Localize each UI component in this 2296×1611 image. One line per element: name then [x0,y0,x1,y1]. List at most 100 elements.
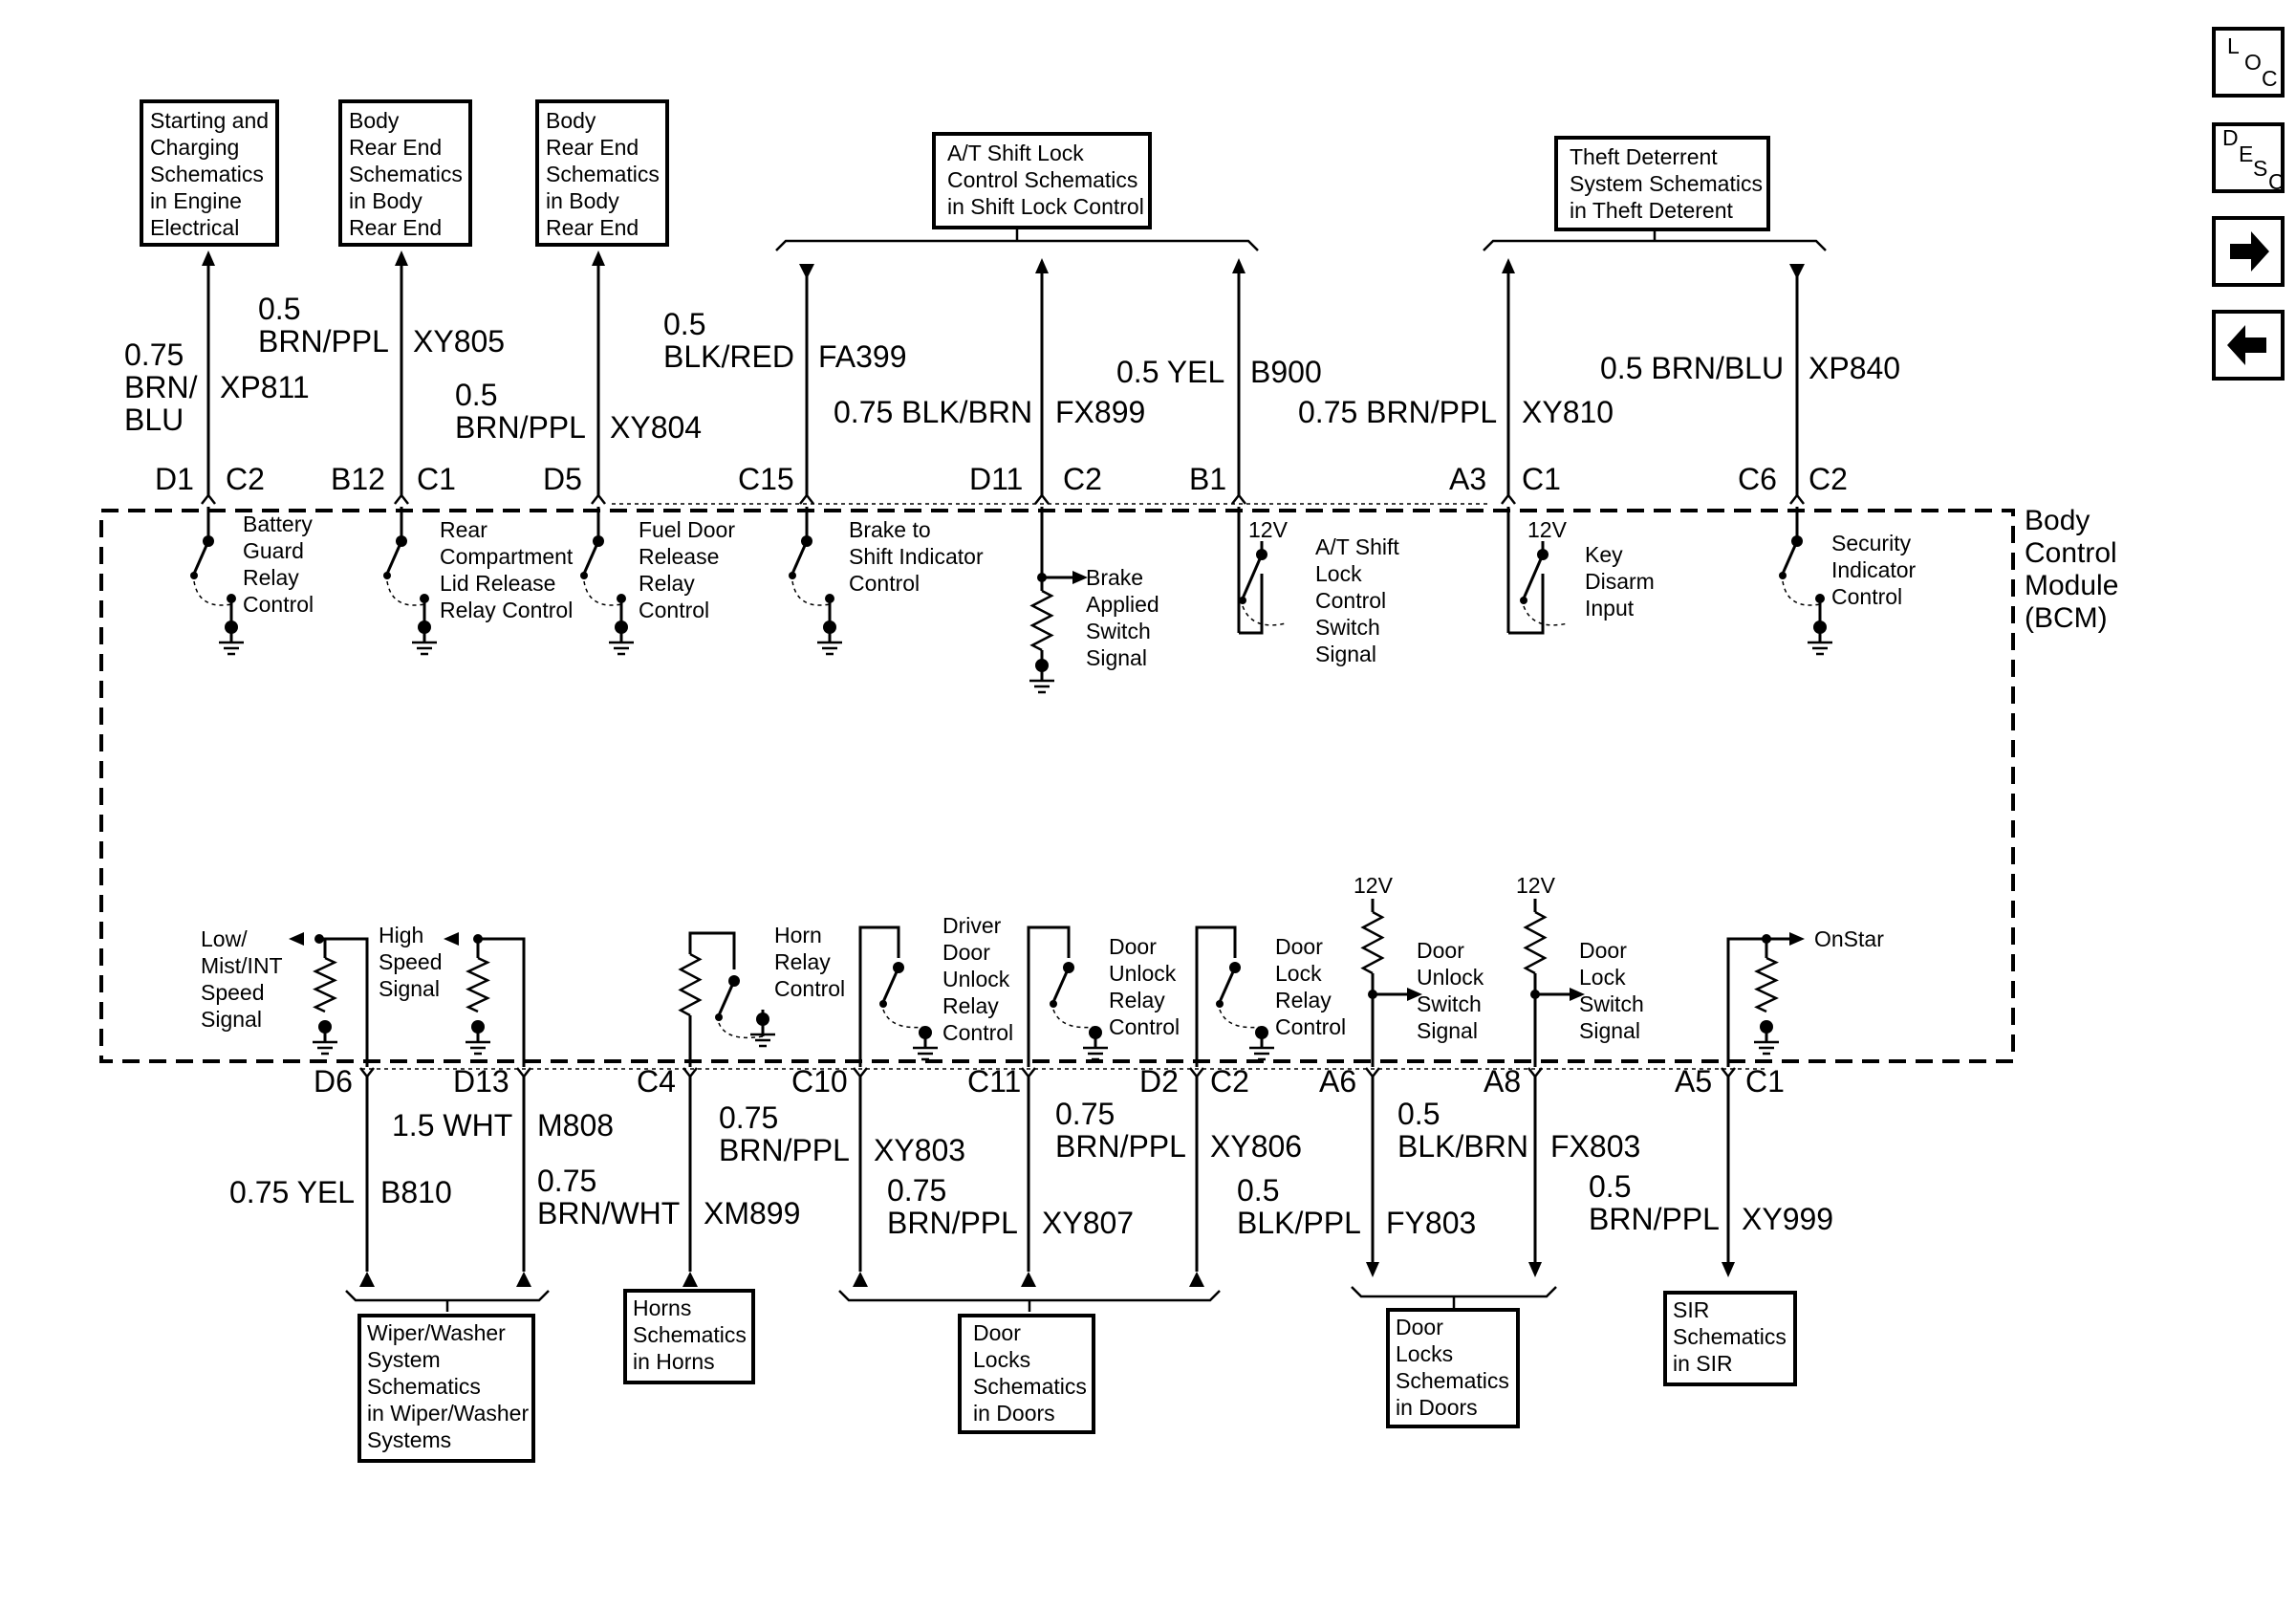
circuit-FX899: FX899 [1055,395,1145,429]
ref-body-1-text: Body [349,108,400,133]
function-atshift-switch: Lock [1315,561,1362,586]
function-key-disarm: Key [1585,542,1623,567]
ref-doors-2-text: Door [1396,1315,1443,1339]
switch-mech-link [193,580,232,606]
function-brake-applied: Brake [1086,565,1143,590]
circuit-XY806: XY806 [1210,1129,1302,1164]
switch-mech-link [1523,605,1569,626]
ref-wiper-frame [357,1314,535,1463]
function-door-unlock-relay: Relay [1109,988,1165,1012]
ref-horns-text: Horns [633,1295,691,1320]
function-atshift-switch: A/T Shift [1315,534,1399,559]
ref-sir-text: SIR [1673,1297,1709,1322]
connector-pin [1721,1067,1736,1079]
switch-blade [385,540,403,575]
ground-dot [1255,1026,1268,1039]
wire-size-FX899: 0.75 BLK/BRN [834,395,1032,429]
ref-starting-text: in Engine [150,188,242,213]
loc-glyph: L [2227,33,2240,58]
connector-pin [1231,492,1246,505]
loc-glyph: O [2244,50,2262,75]
function-driver-door-unlock: Driver [942,913,1002,938]
function-brake-applied: Switch [1086,619,1151,643]
ref-theft-frame [1554,136,1770,231]
ground-dot [318,1020,332,1034]
arrow-right-mark [1407,988,1422,1001]
function-door-unlock-relay: Control [1109,1014,1180,1039]
relay-loop [1195,925,1237,1067]
arrow-left-icon[interactable] [2227,325,2266,365]
wire-size-XY804: BRN/PPL [455,410,586,445]
resistor [1360,910,1385,975]
function-battery-guard: Control [243,592,314,617]
resistor [1523,910,1548,975]
function-door-unlock-switch: Signal [1417,1018,1478,1043]
function-door-lock-switch: Door [1579,938,1627,963]
ref-theft-text: in Theft Deterent [1570,198,1734,223]
arrow-right-mark [1072,571,1088,584]
connector-pin [1034,492,1050,505]
wire-size-XY806: BRN/PPL [1055,1129,1186,1164]
wire-size-FA399: 0.5 [663,307,705,341]
pin-label: D11 [969,462,1023,496]
desc-glyph: S [2253,156,2267,181]
nav-button-loc[interactable] [2212,27,2285,98]
nav-frame [2212,216,2285,287]
switch-pivot [580,572,588,579]
function-atshift-switch: Signal [1315,642,1376,666]
ref-sir-frame [1663,1291,1797,1386]
nav-button-next[interactable] [2212,216,2285,287]
function-door-lock-switch: Signal [1579,1018,1640,1043]
ref-body-2-text: Body [546,108,596,133]
switch-pivot [1050,1000,1057,1008]
switch-contact [1815,594,1825,603]
arrow-up-mark [395,250,408,266]
arrow-right-icon[interactable] [2230,231,2269,272]
ref-starting-frame [140,99,279,247]
circuit-XY807: XY807 [1042,1206,1134,1240]
schematic-lines [99,229,2015,1312]
circuit-XP840: XP840 [1809,351,1900,385]
wire-size-FX803: 0.5 [1397,1097,1440,1131]
function-high-speed: High [379,923,423,947]
wire-size-M808: 1.5 WHT [392,1108,512,1143]
function-brake-applied: Applied [1086,592,1159,617]
switch-blade [881,967,900,1003]
wire-size-B900: 0.5 YEL [1116,355,1224,389]
function-fuel-door: Fuel Door [639,517,735,542]
switch-contact [617,594,626,603]
pin-label: A5 [1675,1064,1712,1099]
ref-doors-1-frame [958,1314,1095,1434]
wire-size-XP811: BRN/ [124,370,198,404]
connector-label: C1 [1745,1064,1785,1099]
function-horn-relay: Horn [774,923,822,947]
arrow-left-mark [289,932,304,946]
circuit-XY804: XY804 [610,410,702,445]
switch-blade [1051,967,1071,1003]
switch-pivot [190,572,198,579]
connector-label: C1 [417,462,456,496]
function-low-mist-speed: Low/ [201,926,248,951]
ref-wiper-text: Systems [367,1427,451,1452]
nav-button-desc[interactable] [2212,122,2285,193]
ref-doors-1-text: in Doors [973,1401,1055,1426]
pin-label: C4 [637,1064,676,1099]
circuit-M808: M808 [537,1108,614,1143]
switch-pivot [789,572,796,579]
function-atshift-switch: Control [1315,588,1386,613]
function-security-indicator: Security [1831,531,1912,555]
group-brace [838,1290,1221,1302]
connector-label: C2 [1210,1064,1249,1099]
group-brace [775,239,1259,251]
